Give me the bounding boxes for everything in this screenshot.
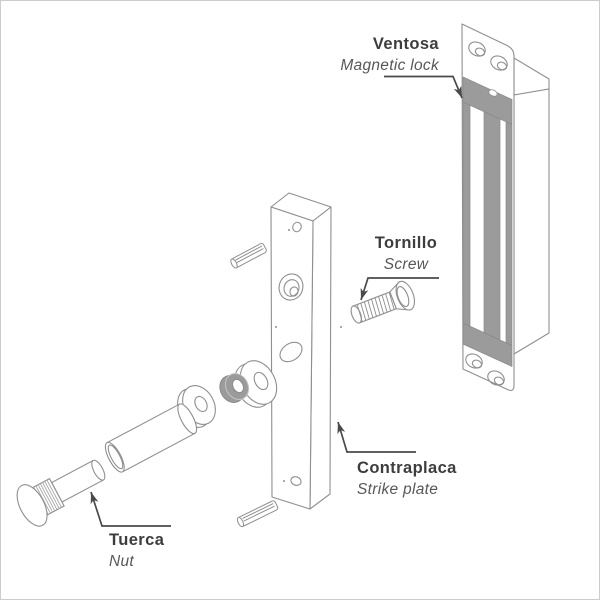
tuerca-leader-line (90, 491, 171, 527)
magnet-top-notch (488, 89, 498, 97)
spacer-tube-drawing (104, 403, 198, 473)
contraplaca-leader-line (337, 421, 416, 453)
label-tuerca-primary: Tuerca (109, 531, 165, 549)
lock-body-right-face (513, 88, 550, 355)
label-tornillo-secondary: Screw (383, 256, 429, 273)
label-ventosa-secondary: Magnetic lock (340, 57, 439, 74)
center-mark-dots (275, 229, 342, 482)
label-tuerca: Tuerca Nut (109, 530, 164, 572)
label-ventosa: Ventosa Magnetic lock (340, 34, 439, 76)
washer-back-drawing (234, 360, 278, 408)
screw-threads (356, 292, 395, 322)
magnetic-lock-drawing (461, 23, 550, 392)
screw-drawing (350, 280, 416, 324)
rubber-grommet-drawing (219, 373, 250, 403)
tornillo-leader-line (360, 277, 439, 301)
strike-plate-front-face (270, 206, 314, 510)
strike-plate-holes (278, 221, 304, 486)
ventosa-leader-line (384, 75, 463, 99)
label-tornillo: Tornillo Screw (331, 233, 481, 275)
lock-magnet-face (462, 76, 513, 367)
label-contraplaca: Contraplaca Strike plate (357, 458, 457, 500)
roll-pin-top-drawing (230, 243, 267, 269)
nut-drawing (16, 459, 106, 527)
label-contraplaca-secondary: Strike plate (357, 481, 439, 498)
label-ventosa-primary: Ventosa (372, 35, 439, 53)
lock-mounting-holes (465, 41, 508, 386)
label-tuerca-secondary: Nut (109, 553, 135, 570)
label-tornillo-primary: Tornillo (374, 234, 438, 252)
nut-head (16, 484, 48, 527)
label-contraplaca-primary: Contraplaca (357, 459, 457, 477)
roll-pin-bottom-drawing (236, 500, 279, 528)
